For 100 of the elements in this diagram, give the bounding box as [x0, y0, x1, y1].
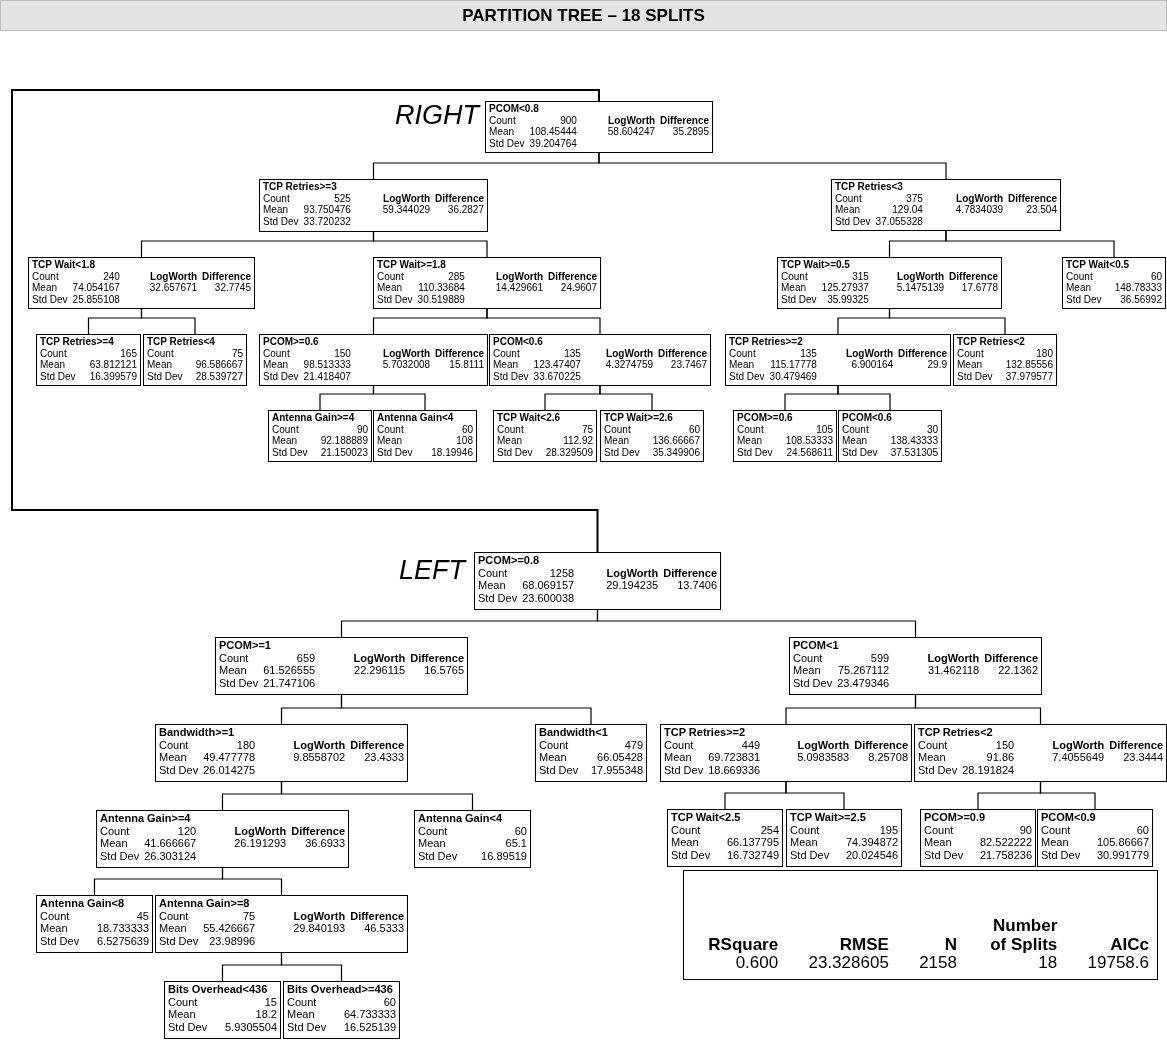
column-header: LogWorth: [352, 651, 406, 665]
stat-value: 9.8558702: [292, 751, 346, 764]
column-header: LogWorth: [495, 270, 544, 282]
stat-value: 36.6933: [304, 837, 345, 850]
split-node-box: [838, 410, 942, 462]
stat-value: 17.6778: [960, 282, 998, 294]
stat-label: Mean: [924, 836, 953, 849]
node-heading: TCP Retries<2: [918, 726, 994, 739]
stat-value: 5.0983583: [796, 751, 850, 764]
tree-connector: [837, 385, 891, 411]
stat-label: Std Dev: [737, 446, 773, 458]
stat-value: 36.56992: [1119, 293, 1162, 305]
stat-value: 125.27937: [821, 282, 869, 294]
stat-value: 315: [851, 270, 869, 282]
stat-value: 18.19946: [430, 446, 473, 458]
column-header: LogWorth: [896, 270, 945, 282]
stat-label: Mean: [219, 664, 248, 677]
tree-connector: [785, 781, 845, 810]
tree-connector: [945, 230, 1115, 258]
stat-value: 254: [759, 823, 779, 837]
stat-label: Std Dev: [1041, 848, 1081, 862]
node-heading: TCP Wait>=1.8: [377, 259, 447, 271]
stat-label: Std Dev: [100, 849, 140, 863]
stat-value: 110.33684: [417, 282, 465, 294]
split-node-box: [485, 101, 713, 153]
node-heading: Bits Overhead<436: [168, 983, 269, 996]
stat-value: 30.479469: [769, 370, 817, 382]
stat-value: 68.069157: [522, 579, 575, 592]
stat-value: 32.7745: [213, 282, 251, 294]
stat-value: 90: [1018, 823, 1032, 837]
stat-label: Count: [604, 423, 632, 435]
stat-value: 91.86: [985, 751, 1015, 764]
stat-value: 24.9607: [559, 282, 597, 294]
node-heading: PCOM<0.6: [842, 412, 893, 424]
stat-label: Mean: [493, 359, 519, 371]
stat-value: 5.9305504: [224, 1020, 277, 1034]
stat-value: 26.303124: [144, 849, 197, 863]
stat-value: 22.1362: [997, 664, 1038, 677]
stat-label: Std Dev: [781, 293, 817, 305]
node-heading: Bits Overhead>=436: [287, 983, 394, 996]
stat-value: 63.812121: [88, 359, 137, 371]
stat-value: 82.522222: [979, 836, 1032, 849]
node-heading: Antenna Gain>=4: [272, 412, 356, 424]
stat-label: Count: [1066, 270, 1094, 282]
stat-value: 180: [1035, 347, 1053, 359]
stat-value: 37.979577: [1004, 370, 1053, 382]
split-node-box: [535, 724, 647, 782]
stat-value: 479: [623, 738, 643, 752]
stat-value: 5.1475139: [895, 282, 945, 294]
stat-label: Std Dev: [377, 293, 413, 305]
node-heading: PCOM<1: [793, 639, 840, 652]
column-header: Difference: [548, 270, 597, 282]
split-node-box: [373, 257, 601, 309]
column-header: Difference: [350, 909, 404, 923]
stat-label: Mean: [497, 435, 523, 447]
stat-value: 108: [455, 435, 473, 447]
stat-value: 75.267112: [837, 664, 890, 677]
column-header: Difference: [949, 270, 998, 282]
stat-label: Std Dev: [539, 763, 579, 777]
node-heading: TCP Retries>=2: [664, 726, 747, 739]
stat-label: Mean: [40, 922, 69, 935]
node-heading: PCOM>=0.8: [478, 554, 541, 567]
stat-label: Count: [159, 909, 190, 923]
stat-value: 46.5333: [363, 922, 404, 935]
stat-value: 35.2895: [671, 126, 709, 138]
stat-value: 32.657671: [148, 282, 198, 294]
stat-value: 123.47407: [533, 359, 581, 371]
stat-value: 15: [263, 995, 277, 1009]
stat-value: 20.024546: [845, 848, 898, 862]
stat-label: Mean: [793, 664, 822, 677]
stat-value: 148.78333: [1113, 282, 1162, 294]
column-header: LogWorth: [292, 909, 346, 923]
stat-value: 29.194235: [605, 579, 659, 592]
column-header: LogWorth: [382, 192, 431, 204]
stat-value: 41.666667: [144, 837, 197, 850]
stat-label: Mean: [737, 435, 763, 447]
split-node-box: [155, 724, 408, 782]
tree-connector: [888, 308, 1006, 335]
stat-label: Count: [147, 347, 175, 359]
stat-label: Std Dev: [147, 370, 183, 382]
stat-value: 49.477778: [203, 751, 256, 764]
stat-label: Count: [263, 347, 291, 359]
stat-value: 98.513333: [303, 359, 351, 371]
stat-value: 28.539727: [194, 370, 243, 382]
split-node-box: [786, 809, 902, 867]
tree-connector: [280, 781, 474, 811]
stat-value: 108.53333: [784, 435, 833, 447]
stat-value: 525: [333, 192, 351, 204]
stat-value: 23.4333: [363, 751, 404, 764]
split-node-box: [489, 334, 711, 386]
node-heading: Bandwidth<1: [539, 726, 609, 739]
column-header: Difference: [435, 192, 484, 204]
stat-label: Mean: [664, 751, 693, 764]
stat-label: Std Dev: [272, 446, 308, 458]
stat-value: 26.191293: [233, 837, 287, 850]
stat-value: 37.531305: [889, 446, 938, 458]
stat-value: 92.188889: [319, 435, 368, 447]
stat-label: Mean: [918, 751, 947, 764]
stat-label: Std Dev: [418, 849, 458, 863]
title-bar: PARTITION TREE – 18 SPLITS: [0, 0, 1167, 31]
